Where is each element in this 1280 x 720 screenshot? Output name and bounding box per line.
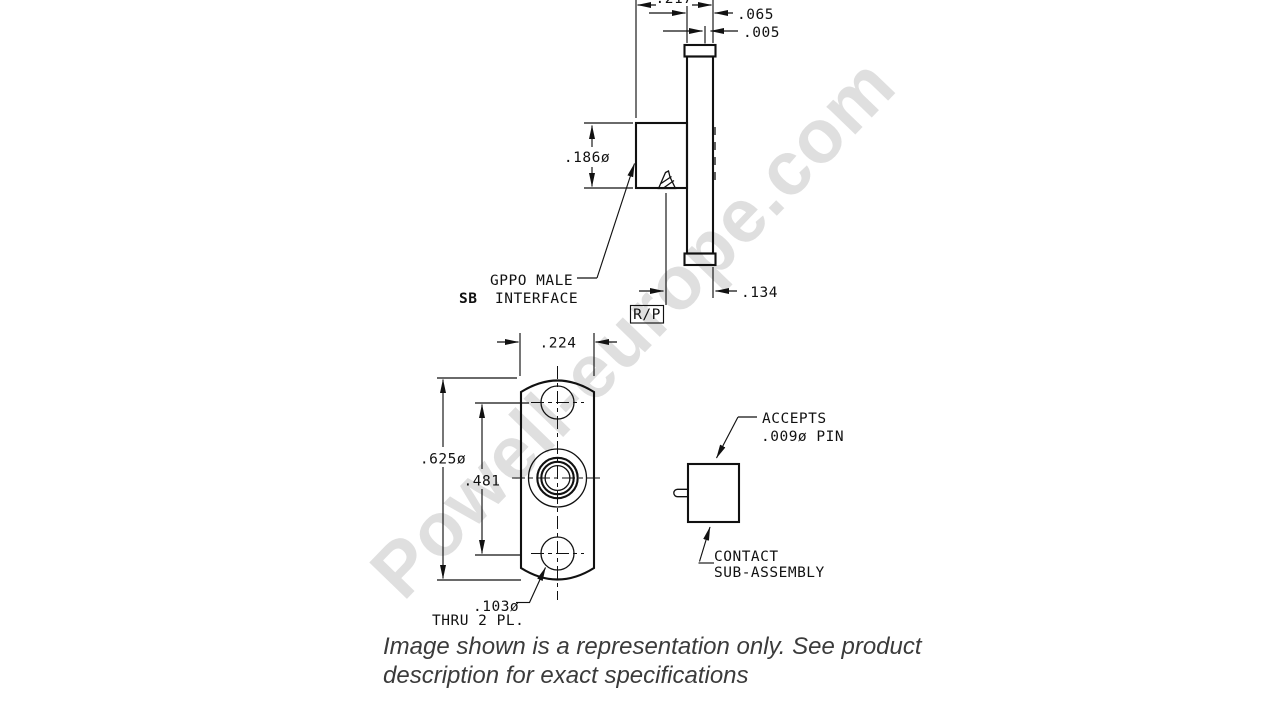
label-reference-plane: R/P [633, 307, 661, 323]
extension-line [437, 377, 521, 581]
side-view: .217 .065 .005 .186ø [459, 0, 780, 324]
dim-boss-step: .005 [743, 25, 780, 41]
leader-line [596, 163, 636, 279]
gppo-interface-outline [634, 121, 689, 190]
label-accepts: ACCEPTS [762, 411, 827, 427]
disclaimer-line1: Image shown is a representation only. Se… [383, 633, 922, 660]
contact-body [686, 462, 741, 524]
label-subassembly: SUB-ASSEMBLY [714, 565, 825, 581]
flange-top-cap [683, 43, 717, 58]
dim-pin-to-face: .134 [741, 285, 778, 301]
disclaimer-line2: description for exact specifications [383, 661, 749, 689]
label-contact: CONTACT [714, 549, 779, 565]
flange-bottom-cap [683, 252, 717, 267]
extension-line [519, 333, 595, 376]
dim-total-length: .217 [656, 0, 693, 7]
leader-line [528, 567, 547, 603]
contact-pin [673, 488, 688, 498]
dim-interface-dia: .186ø [564, 150, 610, 166]
dim-flange-height: .625ø [420, 452, 466, 468]
dim-flange-thickness: .065 [737, 7, 774, 23]
extension-line [475, 402, 529, 556]
dim-hole-dia: .103ø [473, 599, 519, 615]
contact-subassembly: ACCEPTS .009ø PIN CONTACT SUB-ASSEMBLY [673, 411, 844, 581]
center-pin-hatch [660, 175, 675, 189]
leader-line [698, 526, 711, 562]
dim-hole-note: THRU 2 PL. [432, 613, 524, 629]
flange-body [685, 55, 715, 255]
label-gppo-male: GPPO MALE [490, 273, 573, 289]
disclaimer-caption: Image shown is a representation only. Se… [383, 633, 922, 690]
label-interface: INTERFACE [495, 291, 578, 307]
extension-line [584, 122, 633, 189]
reference-plane-box [629, 304, 665, 324]
front-view: .224 .625ø .481 .103ø THRU 2 PL. [420, 333, 617, 629]
center-pin-symbol [657, 170, 677, 190]
leader-line [715, 416, 739, 459]
dim-hole-spacing: .481 [464, 474, 501, 490]
label-sb: SB [459, 291, 477, 307]
label-accepts-pin: .009ø PIN [761, 429, 844, 445]
dim-width: .224 [540, 336, 577, 352]
